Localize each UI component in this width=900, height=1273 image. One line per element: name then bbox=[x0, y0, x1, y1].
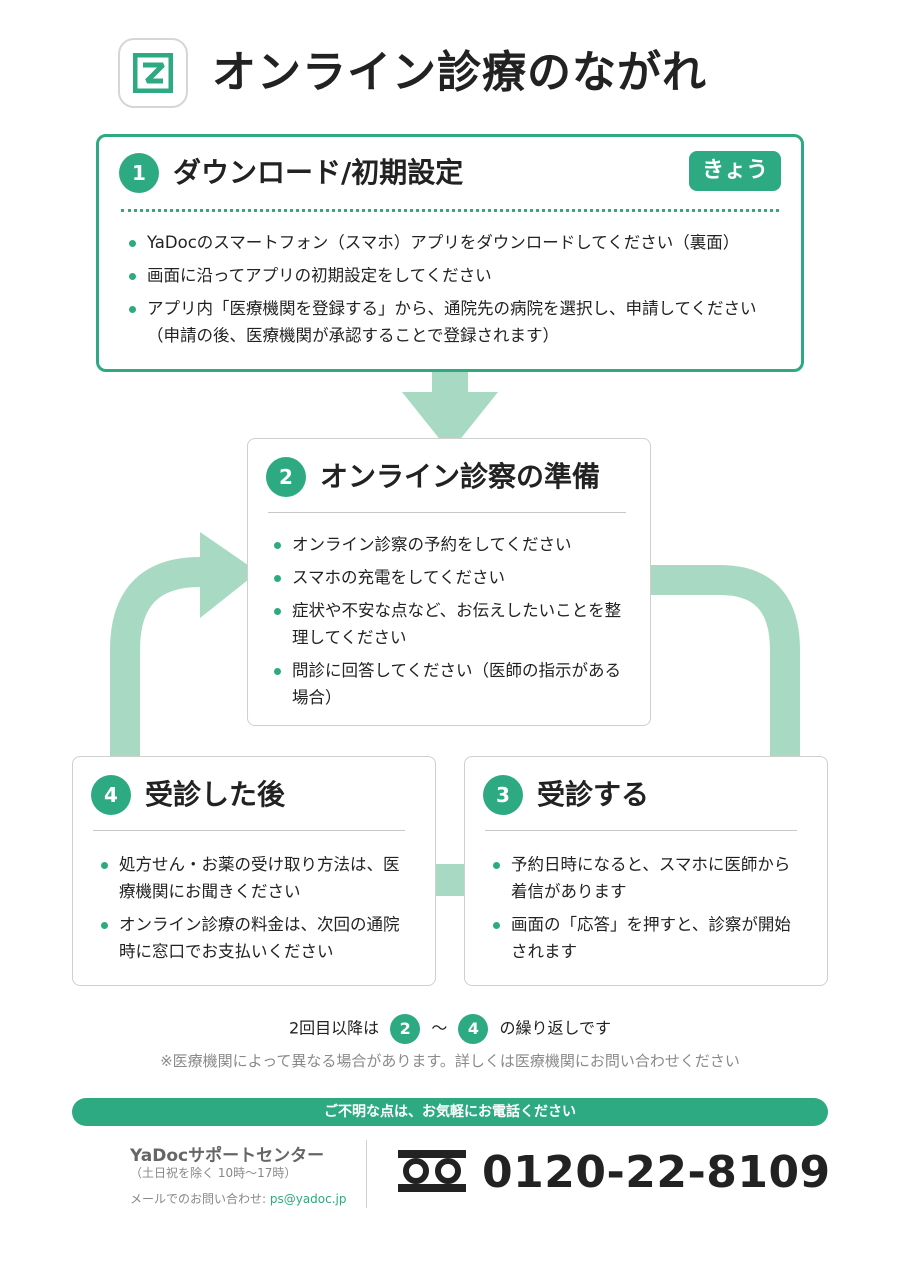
connector-bar bbox=[434, 864, 466, 896]
step2-title: オンライン診察の準備 bbox=[320, 460, 601, 493]
repeat-prefix: 2回目以降は bbox=[288, 1018, 380, 1038]
step3-number: 3 bbox=[483, 775, 523, 815]
step3-title: 受診する bbox=[537, 778, 650, 811]
repeat-suffix: の繰り返しです bbox=[499, 1018, 612, 1038]
phone-number[interactable]: 0120-22-8109 bbox=[482, 1147, 831, 1198]
list-item: 予約日時になると、スマホに医師から着信があります bbox=[493, 851, 793, 905]
mail-label: メールでのお問い合わせ: bbox=[130, 1192, 270, 1206]
left-arrowhead-icon bbox=[200, 532, 258, 618]
list-item: 問診に回答してください（医師の指示がある場合） bbox=[274, 657, 622, 711]
list-item: オンライン診療の料金は、次回の通院時に窓口でお支払いください bbox=[101, 911, 401, 965]
list-item: アプリ内「医療機関を登録する」から、通院先の病院を選択し、申請してください（申請… bbox=[129, 295, 777, 349]
page-title: オンライン診療のながれ bbox=[212, 47, 707, 98]
list-item: 処方せん・お薬の受け取り方法は、医療機関にお聞きください bbox=[101, 851, 401, 905]
divider bbox=[93, 830, 405, 831]
step1-number: 1 bbox=[119, 153, 159, 193]
list-item: 症状や不安な点など、お伝えしたいことを整理してください bbox=[274, 597, 622, 651]
list-item: スマホの充電をしてください bbox=[274, 564, 622, 591]
repeat-note: 2回目以降は 2 〜 4 の繰り返しです bbox=[0, 1013, 900, 1044]
contact-banner: ご不明な点は、お気軽にお電話ください bbox=[72, 1098, 828, 1126]
loop-arrow-right bbox=[651, 565, 800, 760]
free-dial-icon bbox=[398, 1150, 466, 1192]
repeat-from-number: 2 bbox=[390, 1013, 421, 1044]
step1-list: YaDocのスマートフォン（スマホ）アプリをダウンロードしてください（裏面） 画… bbox=[129, 229, 777, 355]
list-item: 画面の「応答」を押すと、診察が開始されます bbox=[493, 911, 793, 965]
support-center-name: YaDocサポートセンター bbox=[130, 1146, 325, 1166]
step3-card: 3 受診する 予約日時になると、スマホに医師から着信があります 画面の「応答」を… bbox=[464, 756, 828, 986]
list-item: オンライン診察の予約をしてください bbox=[274, 531, 622, 558]
step4-list: 処方せん・お薬の受け取り方法は、医療機関にお聞きください オンライン診療の料金は… bbox=[101, 851, 401, 971]
step2-number: 2 bbox=[266, 457, 306, 497]
list-item: 画面に沿ってアプリの初期設定をしてください bbox=[129, 262, 777, 289]
step4-number: 4 bbox=[91, 775, 131, 815]
support-mail-row: メールでのお問い合わせ: ps@yadoc.jp bbox=[130, 1190, 347, 1207]
step2-card: 2 オンライン診察の準備 オンライン診察の予約をしてください スマホの充電をして… bbox=[247, 438, 651, 726]
divider bbox=[268, 512, 626, 513]
contact-divider bbox=[366, 1140, 367, 1208]
step2-list: オンライン診察の予約をしてください スマホの充電をしてください 症状や不安な点な… bbox=[274, 531, 622, 717]
loop-arrow-left bbox=[110, 557, 205, 760]
today-badge: きょう bbox=[689, 151, 781, 191]
down-arrow-icon bbox=[402, 372, 498, 452]
step1-card: 1 ダウンロード/初期設定 きょう YaDocのスマートフォン（スマホ）アプリを… bbox=[96, 134, 804, 372]
divider bbox=[485, 830, 797, 831]
yadoc-logo-icon bbox=[133, 53, 173, 93]
list-item: YaDocのスマートフォン（スマホ）アプリをダウンロードしてください（裏面） bbox=[129, 229, 777, 256]
step4-card: 4 受診した後 処方せん・お薬の受け取り方法は、医療機関にお聞きください オンラ… bbox=[72, 756, 436, 986]
dotted-divider bbox=[121, 209, 779, 212]
repeat-to-number: 4 bbox=[458, 1013, 489, 1044]
app-logo bbox=[118, 38, 188, 108]
support-hours: （土日祝を除く 10時〜17時） bbox=[130, 1166, 297, 1180]
disclaimer-note: ※医療機関によって異なる場合があります。詳しくは医療機関にお問い合わせください bbox=[160, 1052, 740, 1070]
repeat-tilde: 〜 bbox=[431, 1018, 448, 1038]
mail-link[interactable]: ps@yadoc.jp bbox=[269, 1192, 347, 1206]
step3-list: 予約日時になると、スマホに医師から着信があります 画面の「応答」を押すと、診察が… bbox=[493, 851, 793, 971]
step4-title: 受診した後 bbox=[145, 778, 286, 811]
step1-title: ダウンロード/初期設定 bbox=[173, 156, 464, 189]
